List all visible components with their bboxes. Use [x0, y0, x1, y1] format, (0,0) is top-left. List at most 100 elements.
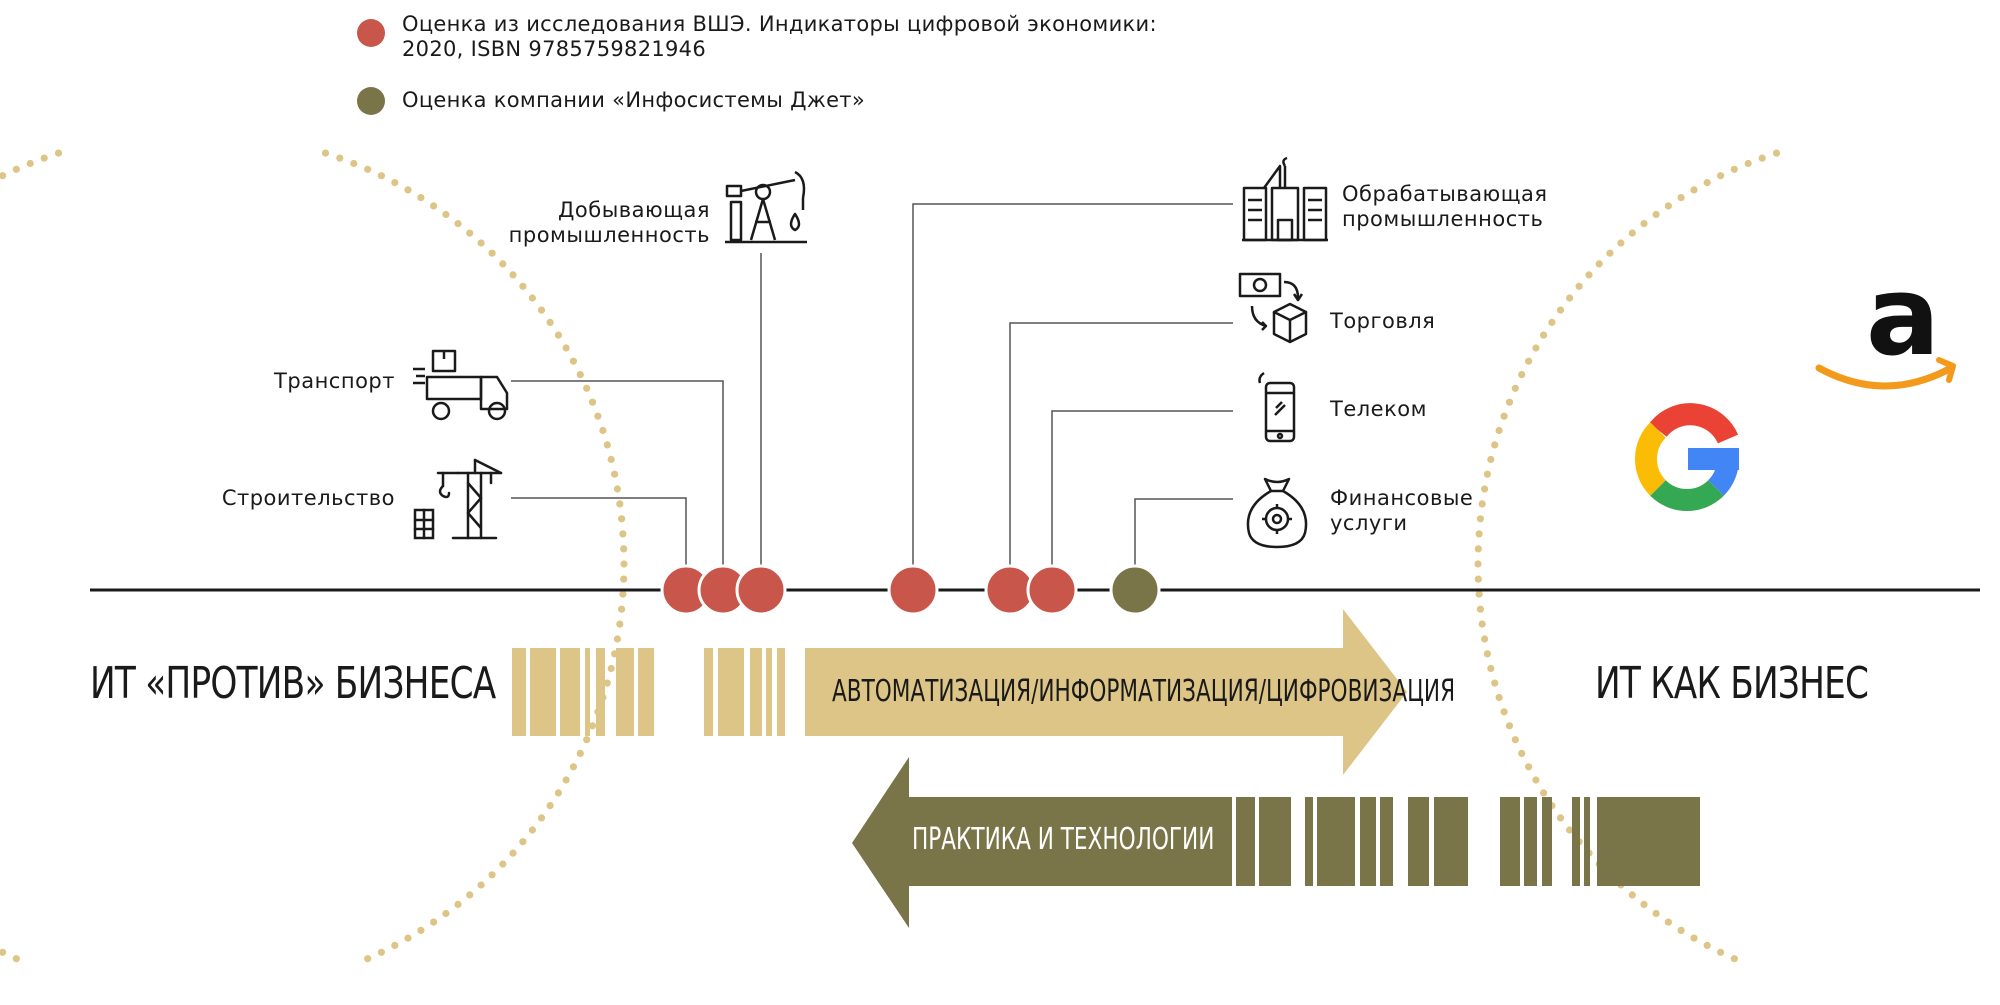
smartphone-icon — [1258, 371, 1296, 443]
crane-icon — [413, 458, 503, 540]
connector-telecom — [1051, 410, 1233, 576]
dot-telecom — [1026, 564, 1078, 616]
circle-dot — [1585, 271, 1593, 279]
circle-dot — [1640, 900, 1648, 909]
factory-icon — [1242, 156, 1328, 242]
circle-dot — [442, 909, 450, 918]
circle-dot — [1606, 249, 1614, 257]
circle-dot — [607, 455, 615, 464]
backward-arrow-label: ПРАКТИКА И ТЕХНОЛОГИИ — [912, 822, 1215, 857]
circle-dot — [613, 485, 622, 493]
circle-dot — [12, 955, 20, 963]
circle-dot — [562, 344, 570, 352]
circle-dot — [1487, 455, 1495, 464]
circle-dot — [499, 260, 507, 268]
circle-dot — [0, 172, 7, 180]
dot-manufacturing — [887, 564, 939, 616]
circle-dot — [616, 500, 624, 508]
circle-dot — [509, 271, 517, 279]
circle-dot — [1474, 545, 1482, 553]
circle-dot — [1491, 679, 1499, 687]
circle-dot — [1556, 814, 1565, 822]
circle-dot — [554, 789, 563, 797]
circle-dot — [336, 154, 344, 162]
circle-dot — [1483, 470, 1491, 478]
label-mining: Добывающая промышленность — [508, 198, 710, 247]
circle-dot — [620, 560, 628, 568]
label-trade: Торговля — [1330, 309, 1436, 333]
circle-dot — [40, 154, 48, 162]
circle-dot — [613, 635, 622, 643]
circle-dot — [417, 194, 425, 202]
circle-dot — [1511, 736, 1519, 744]
circle-dot — [603, 679, 611, 687]
circle-dot — [430, 202, 438, 210]
circle-dot — [576, 371, 584, 379]
circle-dot — [1628, 229, 1636, 237]
circle-dot — [1532, 776, 1540, 784]
dot-mining — [735, 564, 787, 616]
circle-dot — [466, 891, 474, 899]
pole-left-label: ИТ «ПРОТИВ» БИЗНЕСА — [90, 658, 496, 709]
circle-dot — [509, 849, 517, 857]
circle-dot — [499, 860, 507, 868]
circle-dot — [1475, 530, 1483, 538]
circle-dot — [554, 331, 563, 339]
circle-dot — [417, 926, 425, 935]
circle-dot — [1652, 210, 1660, 219]
circle-dot — [1478, 620, 1486, 628]
circle-dot — [1500, 708, 1508, 716]
circle-dot — [364, 165, 372, 173]
circle-dot — [519, 282, 527, 290]
circle-dot — [1474, 575, 1482, 583]
left-dotted-circle — [0, 149, 628, 963]
circle-dot — [1717, 948, 1725, 956]
circle-dot — [1690, 934, 1698, 942]
circle-dot — [1664, 918, 1672, 926]
circle-dot — [1532, 344, 1540, 352]
circle-dot — [1575, 282, 1583, 290]
circle-dot — [569, 763, 578, 771]
circle-dot — [321, 149, 330, 157]
connector-manufacturing — [912, 203, 1233, 576]
circle-dot — [1758, 154, 1766, 162]
circle-dot — [1475, 590, 1483, 598]
forward-arrow-label: АВТОМАТИЗАЦИЯ/ИНФОРМАТИЗАЦИЯ/ЦИФРОВИЗАЦИ… — [832, 674, 1456, 709]
circle-dot — [1540, 331, 1548, 339]
legend-dot-jet — [357, 87, 385, 115]
circle-dot — [519, 838, 527, 846]
money-bag-icon — [1246, 477, 1308, 549]
circle-dot — [26, 159, 34, 168]
connector-transport — [511, 380, 724, 576]
money-box-icon — [1238, 272, 1308, 344]
label-construction: Строительство — [221, 486, 395, 510]
dot-finance — [1109, 564, 1161, 616]
circle-dot — [583, 384, 591, 392]
google-logo — [1635, 403, 1740, 511]
circle-dot — [1518, 371, 1526, 379]
circle-dot — [1717, 172, 1725, 180]
circle-dot — [54, 149, 63, 157]
circle-dot — [1476, 515, 1484, 523]
circle-dot — [576, 749, 584, 758]
truck-icon — [413, 349, 509, 421]
circle-dot — [594, 412, 602, 420]
circle-dot — [350, 159, 358, 168]
circle-dot — [391, 179, 399, 187]
circle-dot — [528, 826, 537, 834]
circle-dot — [1730, 165, 1738, 173]
circle-dot — [1703, 179, 1711, 187]
circle-dot — [1548, 318, 1556, 326]
label-finance: Финансовые услуги — [1330, 486, 1474, 535]
circle-dot — [1566, 294, 1574, 302]
circle-dot — [1640, 220, 1648, 228]
connector-construction — [511, 497, 687, 576]
circle-dot — [616, 620, 624, 628]
legend-dot-hse — [357, 19, 385, 47]
circle-dot — [1505, 722, 1514, 730]
circle-dot — [1540, 789, 1548, 797]
circle-dot — [488, 249, 496, 257]
connector-finance — [1134, 498, 1233, 576]
connector-trade — [1009, 322, 1233, 576]
